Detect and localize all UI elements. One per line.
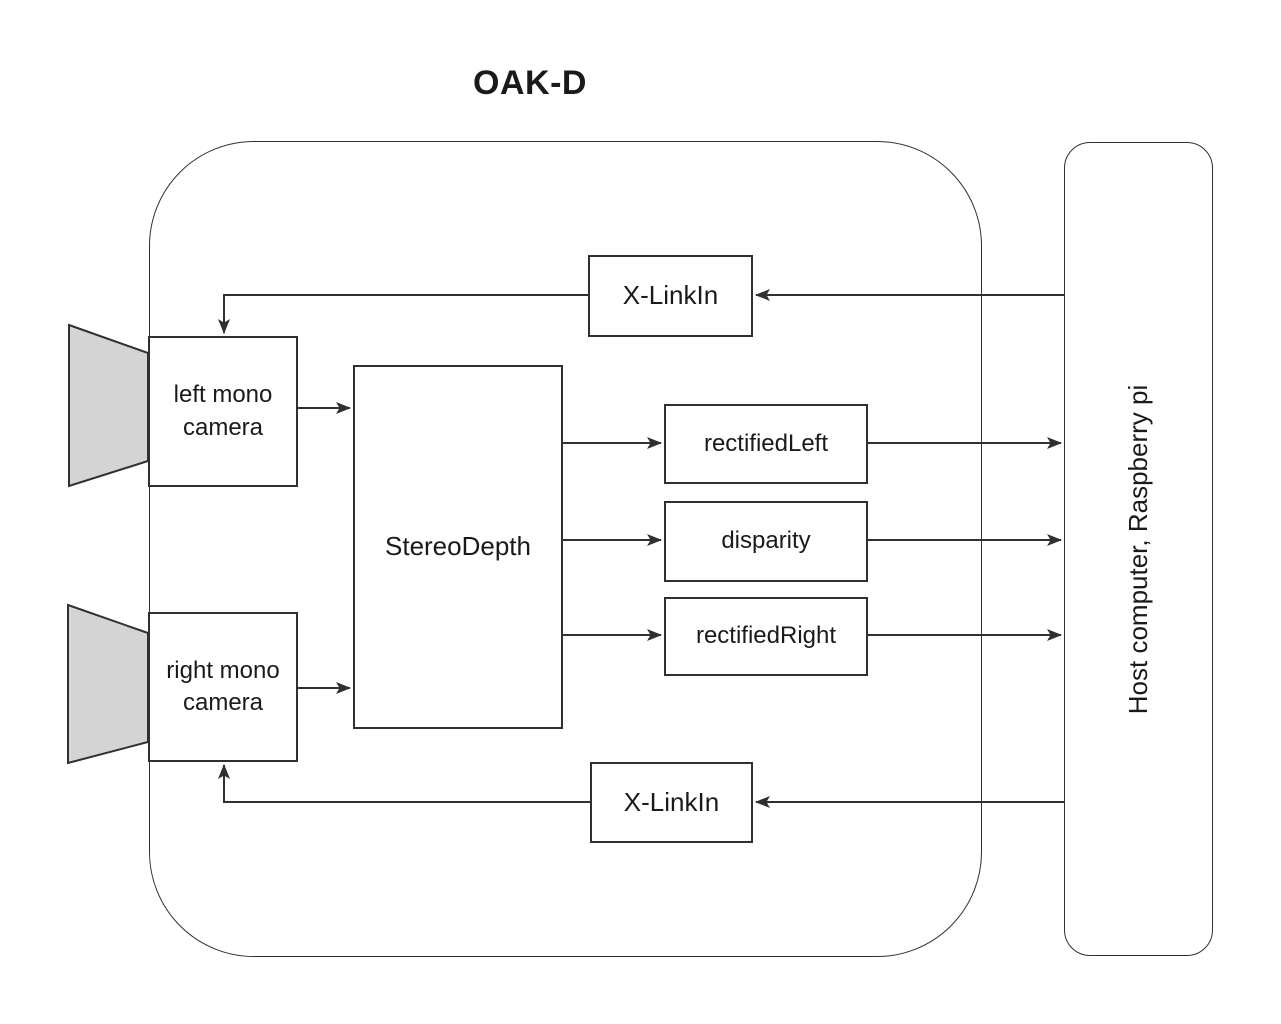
node-host-computer: Host computer, Raspberry pi bbox=[1064, 142, 1213, 956]
stereodepth-label: StereoDepth bbox=[385, 531, 531, 562]
right-mono-camera-label: right mono camera bbox=[166, 656, 280, 716]
left-camera-lens-icon bbox=[68, 323, 149, 488]
left-mono-camera-label: left mono camera bbox=[173, 381, 273, 441]
rectifiedright-label: rectifiedRight bbox=[695, 622, 837, 650]
oakd-device-boundary bbox=[149, 141, 982, 957]
node-disparity: disparity bbox=[664, 501, 868, 582]
rectifiedleft-label: rectifiedLeft bbox=[703, 429, 829, 457]
xlinkin-top-label: X-LinkIn bbox=[622, 280, 719, 311]
node-rectifiedleft: rectifiedLeft bbox=[664, 404, 868, 484]
disparity-label: disparity bbox=[721, 527, 811, 555]
node-xlinkin-bottom: X-LinkIn bbox=[590, 762, 753, 843]
node-stereodepth: StereoDepth bbox=[353, 365, 563, 729]
edge-xlinkin-bottom-to-right-camera bbox=[218, 764, 590, 803]
right-camera-lens-icon bbox=[67, 603, 149, 765]
node-left-mono-camera: left mono camera bbox=[148, 336, 298, 487]
xlinkin-bottom-label: X-LinkIn bbox=[623, 786, 720, 817]
diagram-title: OAK-D bbox=[473, 64, 587, 102]
node-xlinkin-top: X-LinkIn bbox=[588, 255, 753, 337]
edge-xlinkin-top-to-left-camera bbox=[218, 294, 588, 334]
node-rectifiedright: rectifiedRight bbox=[664, 597, 868, 676]
node-right-mono-camera: right mono camera bbox=[148, 612, 298, 762]
